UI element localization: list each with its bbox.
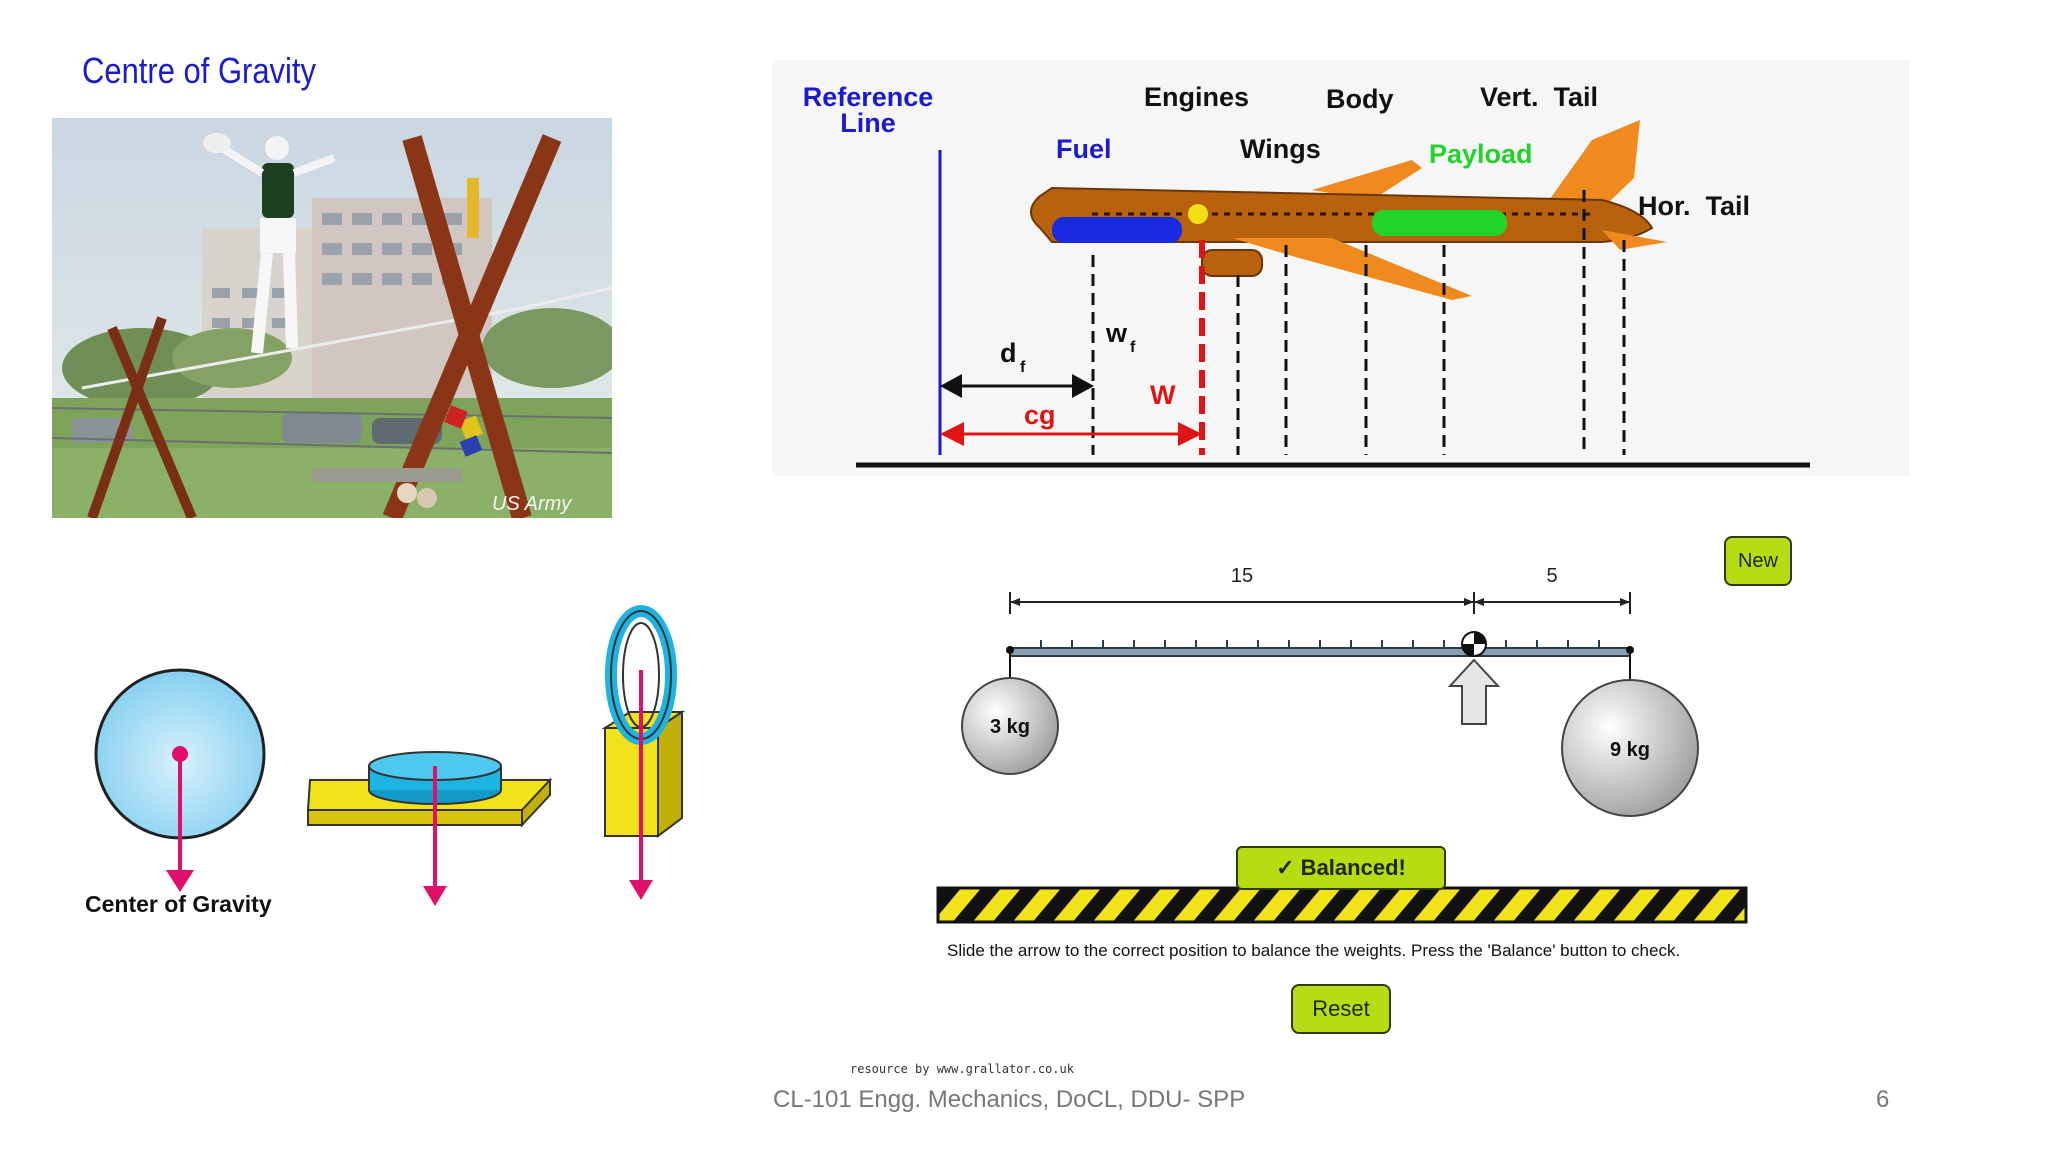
df-label: d xyxy=(1000,338,1017,368)
engines-label: Engines xyxy=(1144,82,1249,112)
cg-label: cg xyxy=(1024,400,1056,430)
sphere-icon xyxy=(94,668,266,892)
fulcrum-slider-arrow[interactable] xyxy=(1447,658,1501,725)
tightrope-photo: US Army xyxy=(52,118,612,518)
vert-tail-label: Vert. Tail xyxy=(1480,82,1598,112)
df-subscript: f xyxy=(1020,359,1026,376)
dimension-left-label: 15 xyxy=(1231,565,1253,587)
cg-shapes-illustration: Center of Gravity xyxy=(70,600,710,940)
W-label: W xyxy=(1150,380,1176,410)
ring-block-icon xyxy=(601,605,686,900)
instruction-text: Slide the arrow to the correct position … xyxy=(947,941,1681,960)
balance-beam xyxy=(1009,647,1631,657)
new-button[interactable]: New xyxy=(1724,536,1792,586)
airplane-icon xyxy=(1030,120,1667,300)
photo-watermark: US Army xyxy=(492,493,572,515)
payload-label: Payload xyxy=(1429,139,1533,169)
wf-label: w xyxy=(1105,318,1128,348)
wf-subscript: f xyxy=(1130,339,1136,356)
reference-line-label-1: Reference xyxy=(803,82,934,112)
balanced-button[interactable]: ✓ Balanced! xyxy=(1236,846,1446,890)
cg-marker-icon xyxy=(1461,631,1487,657)
right-weight-label: 9 kg xyxy=(1610,739,1650,761)
footer-course: CL-101 Engg. Mechanics, DoCL, DDU- SPP xyxy=(773,1086,1246,1113)
reference-line-label-2: Line xyxy=(840,108,896,138)
page-number: 6 xyxy=(1876,1086,1890,1113)
right-weight[interactable] xyxy=(1561,679,1699,817)
slide-title: Centre of Gravity xyxy=(82,50,317,91)
reset-button[interactable]: Reset xyxy=(1291,984,1391,1034)
center-of-gravity-caption: Center of Gravity xyxy=(85,891,272,917)
dimension-right-label: 5 xyxy=(1546,565,1557,587)
airplane-cg-diagram: Reference Line Fuel Engines Wings Body P… xyxy=(772,60,1910,476)
balance-simulator: 15 5 xyxy=(930,520,1890,1040)
fuel-label: Fuel xyxy=(1056,134,1112,164)
wings-label: Wings xyxy=(1240,134,1321,164)
left-weight[interactable] xyxy=(961,677,1059,775)
body-label: Body xyxy=(1326,84,1394,114)
hor-tail-label: Hor. Tail xyxy=(1638,191,1750,221)
plate-disc-icon xyxy=(306,751,553,906)
hazard-stripe-bar xyxy=(936,886,1748,924)
resource-credit: resource by www.grallator.co.uk xyxy=(850,1062,1074,1076)
left-weight-label: 3 kg xyxy=(990,716,1030,738)
